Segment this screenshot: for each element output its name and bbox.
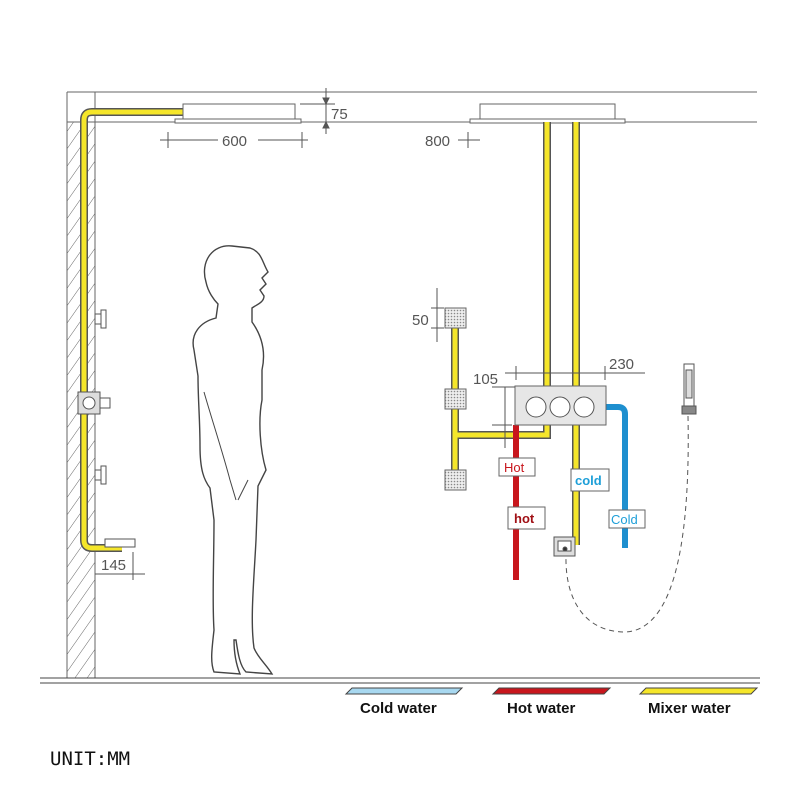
- body-jet-icon: [444, 307, 467, 329]
- dimension-105: 105: [473, 371, 515, 448]
- legend: Cold water Hot water Mixer water: [344, 687, 759, 717]
- svg-text:hot: hot: [514, 511, 535, 526]
- hand-shower: [681, 363, 697, 415]
- dimension-800: 800: [425, 132, 480, 150]
- valve-knob-icon: [525, 396, 547, 418]
- unit-note: UNIT:MM: [50, 748, 130, 770]
- label-cold-supply: Cold: [608, 509, 646, 529]
- dimension-145-label: 145: [101, 557, 126, 574]
- wall-outlet: [553, 536, 576, 557]
- left-wall-fixtures: [77, 309, 136, 548]
- valve-knob-icon: [549, 396, 571, 418]
- thermostatic-valve: [514, 385, 607, 426]
- dimension-50-label: 50: [412, 312, 429, 329]
- tub-spout-icon: [104, 538, 136, 548]
- legend-item-hot-water: Hot water: [491, 687, 612, 717]
- dimension-600: 600: [160, 132, 308, 150]
- body-jet-icon: [444, 388, 467, 410]
- svg-text:Cold water: Cold water: [360, 700, 437, 717]
- svg-text:Mixer water: Mixer water: [648, 700, 731, 717]
- shower-hose: [565, 415, 689, 633]
- legend-item-mixer-water: Mixer water: [638, 687, 759, 717]
- dimension-105-label: 105: [473, 371, 498, 388]
- label-hot-lower: hot: [507, 506, 546, 530]
- label-hot-upper: Hot: [498, 457, 536, 477]
- left-rain-shower-head: [174, 103, 302, 124]
- body-jet-icon: [444, 469, 467, 491]
- cold-supply-pipe: [606, 404, 628, 548]
- body-jets: [444, 307, 467, 491]
- dimension-75: 75: [300, 88, 348, 134]
- label-cold-mixer: cold: [570, 468, 610, 492]
- dimension-230-label: 230: [609, 356, 634, 373]
- dimension-145: 145: [95, 552, 145, 580]
- person-arm: [203, 391, 249, 501]
- dimension-230: 230: [505, 356, 645, 380]
- left-mixer-pipe: [80, 108, 183, 552]
- dimension-600-label: 600: [222, 133, 247, 150]
- room-structure: [40, 91, 760, 684]
- svg-text:Hot: Hot: [504, 460, 525, 475]
- dimension-800-label: 800: [425, 133, 450, 150]
- right-rain-shower-head: [469, 103, 626, 124]
- person-silhouette: [192, 245, 274, 675]
- valve-knob-icon: [573, 396, 595, 418]
- svg-text:Hot water: Hot water: [507, 700, 576, 717]
- svg-text:Cold: Cold: [611, 512, 638, 527]
- dimension-50: 50: [412, 288, 444, 342]
- svg-text:cold: cold: [575, 473, 602, 488]
- dimension-75-label: 75: [331, 106, 348, 123]
- legend-item-cold-water: Cold water: [344, 687, 464, 717]
